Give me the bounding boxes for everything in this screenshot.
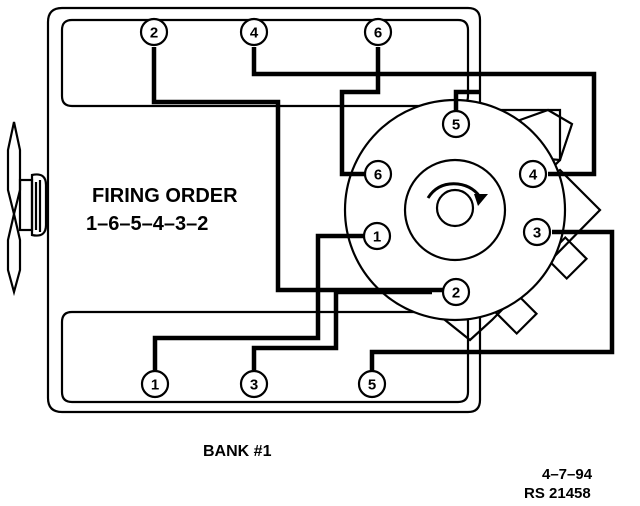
wire-5-cap — [453, 89, 480, 110]
dist-5-terminal — [441, 109, 471, 139]
plug-5-label: 5 — [368, 377, 376, 394]
dist-3-terminal — [522, 217, 552, 247]
plug-2-label: 2 — [150, 25, 158, 42]
plug-3-label: 3 — [250, 377, 258, 394]
dist-5-label: 5 — [452, 117, 460, 134]
rotation-arrowhead — [474, 194, 488, 206]
top-bank: 2 4 6 — [139, 17, 393, 47]
distributor — [343, 98, 602, 342]
dist-3-label: 3 — [533, 225, 541, 242]
wire-2 — [151, 47, 445, 293]
wire-1 — [152, 233, 364, 370]
dist-1-label: 1 — [373, 229, 381, 246]
bank-label: BANK #1 — [203, 443, 272, 460]
plug-2-terminal — [139, 17, 169, 47]
dist-4-terminal — [518, 159, 548, 189]
plug-3-terminal — [239, 369, 269, 399]
rotation-arrow — [426, 182, 484, 201]
firing-order-sequence: 1–6–5–4–3–2 — [86, 213, 208, 235]
plug-4-terminal — [239, 17, 269, 47]
plug-6-label: 6 — [374, 25, 382, 42]
dist-6-terminal — [363, 159, 393, 189]
date-code: 4–7–94 — [542, 466, 593, 483]
plug-6-terminal — [363, 17, 393, 47]
wire-5 — [369, 229, 615, 370]
plug-5-terminal — [357, 369, 387, 399]
fan-assembly — [6, 121, 48, 297]
dist-4-label: 4 — [529, 167, 538, 184]
dist-2-label: 2 — [452, 285, 460, 302]
firing-order-title: FIRING ORDER — [92, 185, 238, 207]
reference-number: RS 21458 — [524, 485, 591, 502]
plug-1-terminal — [140, 369, 170, 399]
wire-6 — [339, 47, 381, 177]
dist-1-terminal — [362, 221, 392, 251]
plug-wires — [151, 47, 615, 370]
bottom-bank: 1 3 5 — [140, 369, 387, 399]
wire-3 — [251, 289, 432, 370]
plug-1-label: 1 — [151, 377, 159, 394]
dist-2-terminal — [441, 277, 471, 307]
wire-4 — [251, 47, 597, 177]
distributor-terminals: 5 4 3 2 1 6 — [362, 109, 552, 307]
dist-6-label: 6 — [374, 167, 382, 184]
plug-4-label: 4 — [250, 25, 259, 42]
